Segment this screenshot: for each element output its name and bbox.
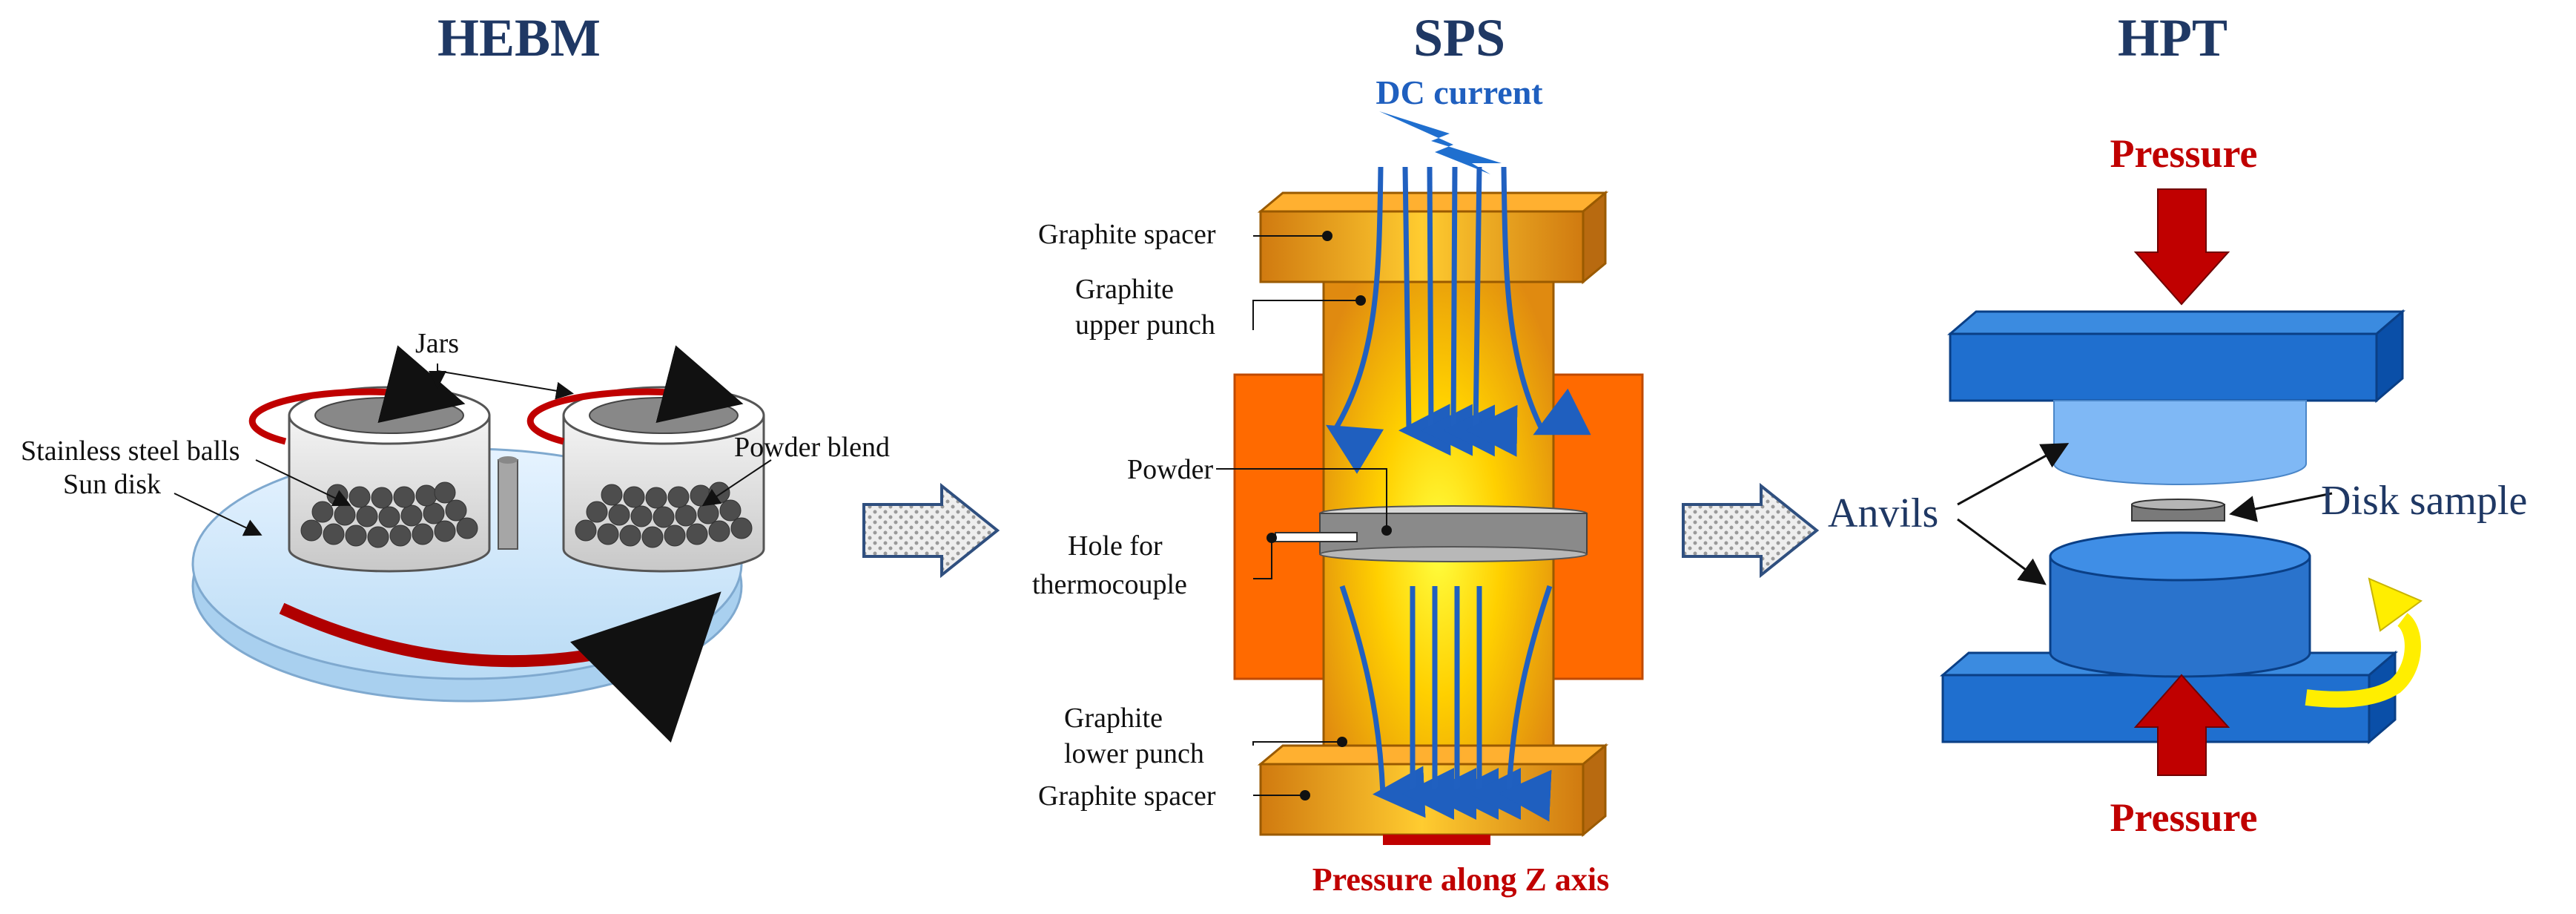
upper-anvil-cylinder bbox=[2053, 400, 2307, 485]
label-hole-1: Hole for bbox=[1068, 530, 1163, 562]
label-dc-current: DC current bbox=[1375, 73, 1543, 111]
sps-section: DC current Graphite spacer Graphite uppe… bbox=[1032, 73, 1644, 898]
thermocouple-hole bbox=[1275, 532, 1358, 542]
label-pressure-bottom: Pressure bbox=[2110, 795, 2258, 840]
label-graphite-lower-punch-2: lower punch bbox=[1064, 738, 1204, 769]
graphite-spacer-top bbox=[1257, 190, 1609, 285]
pressure-pad bbox=[1383, 835, 1490, 845]
label-disk-sample: Disk sample bbox=[2321, 478, 2527, 524]
label-graphite-upper-punch-1: Graphite bbox=[1075, 274, 1174, 305]
hebm-title: HEBM bbox=[437, 8, 601, 68]
hpt-section: Pressure bbox=[1828, 131, 2527, 840]
label-graphite-upper-punch-2: upper punch bbox=[1075, 309, 1215, 341]
current-arrows-bottom bbox=[1339, 585, 1553, 822]
label-powder: Powder bbox=[1127, 454, 1213, 485]
upper-anvil-block bbox=[1946, 309, 2406, 404]
label-powder-blend: Powder blend bbox=[734, 432, 890, 463]
label-graphite-spacer-top: Graphite spacer bbox=[1038, 219, 1216, 250]
label-graphite-lower-punch-1: Graphite bbox=[1064, 703, 1163, 734]
rotation-arrow bbox=[2305, 613, 2421, 708]
disk-sample bbox=[2131, 499, 2225, 522]
label-anvils: Anvils bbox=[1828, 490, 1938, 536]
pressure-arrow-down bbox=[2133, 188, 2230, 306]
label-sun-disk: Sun disk bbox=[63, 469, 161, 500]
label-pressure-z: Pressure along Z axis bbox=[1312, 861, 1610, 898]
pressure-arrow-up bbox=[2133, 674, 2230, 776]
dc-bolt-icon bbox=[1379, 111, 1502, 174]
label-hole-2: thermocouple bbox=[1032, 569, 1187, 600]
current-arrows-top bbox=[1325, 166, 1591, 474]
process-arrow-1 bbox=[862, 482, 1000, 579]
label-jars: Jars bbox=[415, 328, 459, 359]
lower-anvil-cylinder bbox=[2049, 531, 2311, 678]
label-pressure-top: Pressure bbox=[2110, 131, 2258, 176]
die-left bbox=[1233, 373, 1325, 680]
process-arrow-2 bbox=[1682, 482, 1820, 579]
powder-layer bbox=[1319, 505, 1588, 562]
jar-left bbox=[248, 345, 491, 573]
label-graphite-spacer-bottom: Graphite spacer bbox=[1038, 780, 1216, 812]
label-stainless-steel-balls: Stainless steel balls bbox=[21, 435, 240, 467]
hpt-title: HPT bbox=[2118, 8, 2227, 68]
sps-title: SPS bbox=[1413, 8, 1505, 68]
jar-right bbox=[526, 345, 765, 573]
center-post bbox=[498, 459, 518, 550]
disk-rotation-arrow bbox=[279, 591, 721, 743]
hebm-section: Jars Stainless steel balls Sun disk Powd… bbox=[21, 328, 890, 743]
